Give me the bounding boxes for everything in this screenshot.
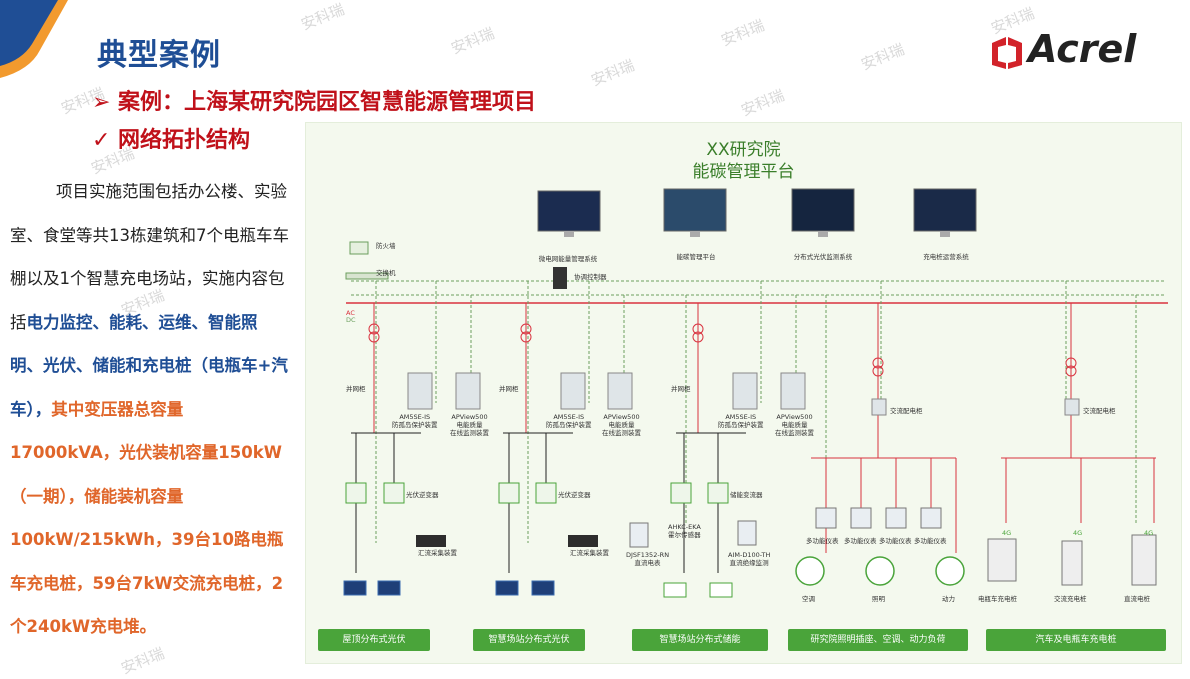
multi-meter-label: 多功能仪表 [879,537,912,545]
grid-cabinet-label: 并网柜 [499,385,519,393]
monitor-icons [537,188,977,237]
case-heading: ➢ 案例：上海某研究院园区智慧能源管理项目 [92,84,536,116]
topology-title: 网络拓扑结构 [118,128,251,153]
firewall-label: 防火墙 [376,242,396,250]
dc-collector-label: 汇流采集装置 [418,549,457,557]
watermark: 安科瑞 [858,40,907,74]
bottom-label-station-pv: 智慧场站分布式光伏 [473,629,585,651]
case-title: 案例：上海某研究院园区智慧能源管理项目 [118,90,537,115]
grid-cabinet-label: 并网柜 [346,385,366,393]
dc-pile-label: 直流电桩 [1124,595,1150,603]
monitor-label: 充电桩运营系统 [923,253,969,261]
monitor-label: 分布式光伏监测系统 [793,253,853,261]
page-title: 典型案例 [97,38,221,73]
watermark: 安科瑞 [738,86,787,120]
dc-collector-label: 汇流采集装置 [570,549,609,557]
monitor-label: 能碳管理平台 [676,253,716,261]
protect-device-label: AM5SE-IS 防孤岛保护装置 [718,413,764,429]
protect-device-label: AM5SE-IS 防孤岛保护装置 [392,413,438,429]
acrel-logo-icon [992,37,1022,69]
hall-sensor-label: AHKC-EKA 霍尔传感器 [668,523,701,539]
multi-meter-label: 多功能仪表 [844,537,877,545]
arrow-icon: ➢ [92,90,111,115]
pv-inverter-label: 光伏逆变器 [558,491,591,499]
storage-converter-label: 储能变流器 [730,491,763,499]
topology-heading: ✓ 网络拓扑结构 [92,122,250,154]
acrel-logo-text: Acrel [1028,27,1137,71]
watermark: 安科瑞 [588,56,637,90]
multi-meter-label: 多功能仪表 [806,537,839,545]
dc-label: DC [346,316,356,324]
lighting-label: 照明 [872,595,885,603]
protect-device-label: AM5SE-IS 防孤岛保护装置 [546,413,592,429]
platform-title-1: XX研究院 [706,140,781,160]
bottom-label-rooftop-pv: 屋顶分布式光伏 [318,629,430,651]
watermark: 安科瑞 [718,16,767,50]
acrel-logo: Acrel [990,27,1165,75]
grid-cabinet-label: 并网柜 [671,385,691,393]
ac-label: AC [346,309,355,317]
ac-cabinet-label: 交流配电柜 [890,407,923,415]
signal-label: 4G [1002,529,1012,537]
platform-title-2: 能碳管理平台 [692,162,795,182]
power-label: 动力 [942,595,955,603]
quality-device-label: APView500 电能质量 在线监测装置 [602,413,641,437]
watermark: 安科瑞 [298,0,347,34]
signal-label: 4G [1144,529,1154,537]
insulation-label: AIM-D100-TH 直流绝缘监测 [728,551,771,567]
dc-meter-label: DJSF1352-RN 直流电表 [626,551,670,567]
topology-diagram: XX研究院 能碳管理平台 [305,122,1182,664]
ac-cabinet-label: 交流配电柜 [1083,407,1116,415]
watermark: 安科瑞 [448,24,497,58]
ebike-pile-label: 电瓶车充电桩 [978,595,1017,603]
bottom-label-chargers: 汽车及电瓶车充电桩 [986,629,1166,651]
desc-intro: 项目实施范围包括办公楼、实验室、食堂等共13栋建筑和7个电瓶车车棚以及1个智慧充… [10,182,289,332]
topology-lines [343,188,1168,598]
switch-label: 交换机 [376,269,396,277]
desc-capacity: 其中变压器总容量17000kVA，光伏装机容量150kW（一期），储能装机容量1… [10,399,284,637]
multi-meter-label: 多功能仪表 [914,537,947,545]
bottom-label-loads: 研究院照明插座、空调、动力负荷 [788,629,968,651]
bottom-label-station-storage: 智慧场站分布式储能 [632,629,768,651]
pv-inverter-label: 光伏逆变器 [406,491,439,499]
project-description: 项目实施范围包括办公楼、实验室、食堂等共13栋建筑和7个电瓶车车棚以及1个智慧充… [10,170,290,649]
monitor-label: 微电网能量管理系统 [538,255,598,263]
quality-device-label: APView500 电能质量 在线监测装置 [775,413,814,437]
corner-decoration [0,0,68,78]
check-icon: ✓ [92,128,111,153]
desc-scope: 电力监控、能耗、运维、智能照明、光伏、储能和充电桩（电瓶车+汽车）， [10,312,288,419]
quality-device-label: APView500 电能质量 在线监测装置 [450,413,489,437]
coordinator-label: 协调控制器 [574,273,607,281]
signal-label: 4G [1073,529,1083,537]
ac-pile-label: 交流充电桩 [1054,595,1087,603]
aircon-label: 空调 [802,595,815,603]
